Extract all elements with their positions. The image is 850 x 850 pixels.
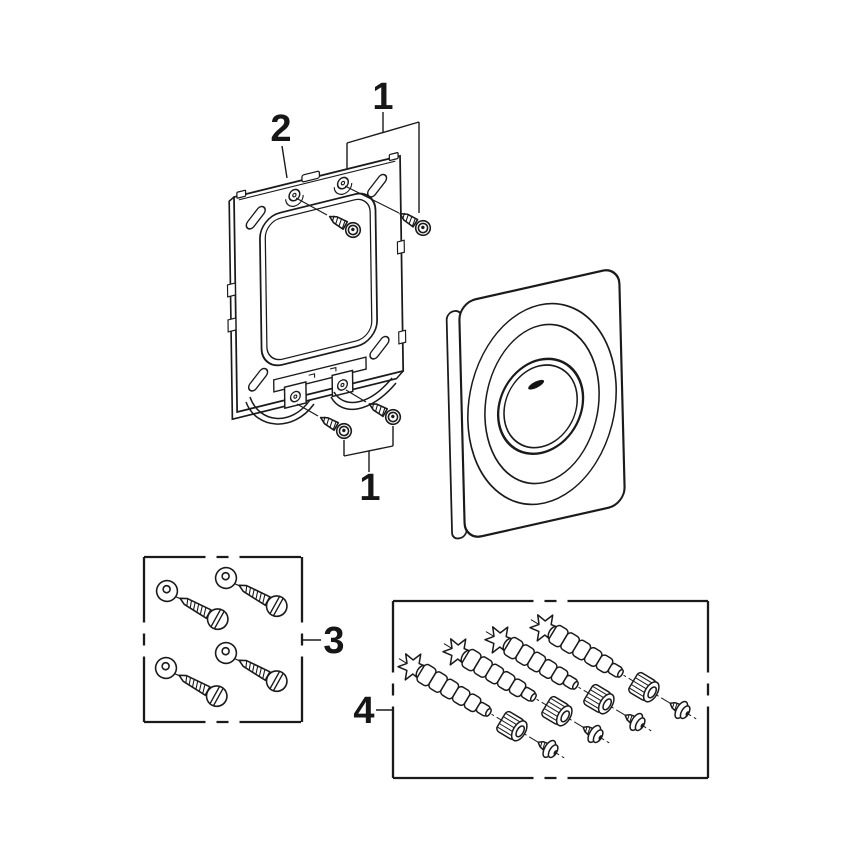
frame-opening-inner xyxy=(264,198,373,361)
frame-notch-left-1 xyxy=(226,282,237,298)
leader-top-left xyxy=(295,197,328,216)
frame-notch-right-2 xyxy=(398,329,407,345)
callout-1-bottom-label: 1 xyxy=(359,467,380,509)
frame-notch-right-1 xyxy=(396,239,405,255)
callout-3-label: 3 xyxy=(323,620,344,662)
flush-plate-middle-ring xyxy=(484,323,600,485)
frame-hole-bosses xyxy=(285,182,353,207)
frame-slot-top-left xyxy=(245,205,266,230)
flush-button-rim-inner xyxy=(503,364,578,449)
frame-side-thickness xyxy=(228,196,404,421)
frame-hole-top-right-center xyxy=(340,180,346,186)
wood-screw-washer-4 xyxy=(211,638,292,696)
screw-leader-lines xyxy=(295,185,400,417)
flush-plate xyxy=(445,269,626,540)
leader-bottom-left xyxy=(296,403,319,417)
frame-top-notch xyxy=(301,170,321,183)
leader-top-right xyxy=(344,185,400,214)
frame-corner-tab-right xyxy=(388,151,399,162)
callout-2-label: 2 xyxy=(270,108,291,150)
mounting-frame xyxy=(226,151,407,421)
fixing-screw-bottom-right xyxy=(365,396,404,428)
frame-top-fold-line xyxy=(238,160,396,201)
frame-slot-bottom-left xyxy=(247,367,269,392)
flush-plate-face xyxy=(458,269,626,538)
callout-2-stem xyxy=(281,145,288,179)
frame-slot-bottom-right xyxy=(369,335,390,360)
callout-1-top-label: 1 xyxy=(372,76,393,118)
frame-tab-hole-right-center xyxy=(340,382,345,388)
parts-box-4-border xyxy=(391,599,710,780)
callout-1-bottom-bracket xyxy=(343,426,394,472)
frame-channel-marks xyxy=(308,366,337,378)
frame-opening-outer xyxy=(259,192,378,367)
callout-4-label: 4 xyxy=(353,690,374,732)
brand-logo-mark xyxy=(528,379,545,390)
frame-spring-wires xyxy=(245,377,397,425)
frame-corner-tab-left xyxy=(236,189,247,199)
fixing-screw-bottom-left xyxy=(316,410,355,442)
parts-box-3-border xyxy=(142,555,304,724)
frame-hole-top-left-center xyxy=(292,192,297,198)
flush-button-rim-outer xyxy=(496,357,585,456)
frame-notch-left-2 xyxy=(227,317,237,333)
flush-plate-outer-ring xyxy=(467,302,617,506)
wood-screw-washer-3 xyxy=(151,653,232,711)
frame-tab-hole-left-center xyxy=(293,394,298,399)
leader-bottom-right xyxy=(345,389,367,403)
frame-bottom-channel xyxy=(273,356,367,393)
frame-tab-hole-right xyxy=(336,379,349,391)
frame-tab-hole-left xyxy=(289,390,301,403)
